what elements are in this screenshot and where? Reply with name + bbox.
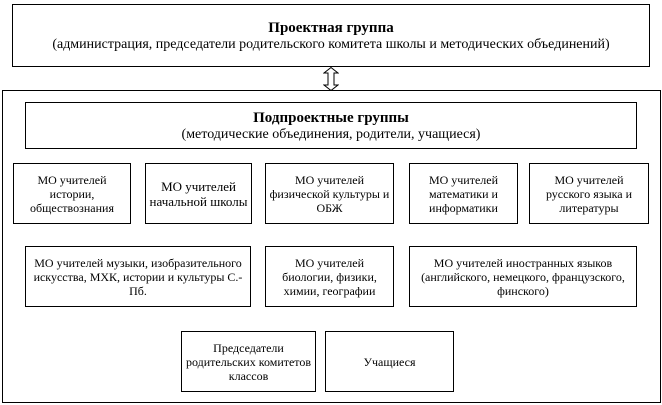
project-group-subtitle: (администрация, председатели родительско… xyxy=(52,36,610,52)
mo-biology-box: МО учителей биологии, физики, химии, гео… xyxy=(265,246,394,307)
mo-russian-label: МО учителей русского языка и литературы xyxy=(545,172,633,215)
double-arrow-connector xyxy=(323,67,339,91)
mo-history-label: МО учителей истории, обществознания xyxy=(30,172,114,215)
subproject-groups-title: Подпроектные группы xyxy=(253,109,409,126)
students-label: Учащиеся xyxy=(363,354,416,369)
project-group-title: Проектная группа xyxy=(268,19,394,36)
mo-languages-box: МО учителей иностранных языков (английск… xyxy=(409,246,637,307)
mo-pe-box: МО учителей физической культуры и ОБЖ xyxy=(265,163,394,224)
subproject-frame xyxy=(2,90,661,403)
parents-committee-box: Председатели родительских комитетов клас… xyxy=(181,331,316,392)
mo-primary-box: МО учителей начальной школы xyxy=(145,163,252,224)
project-group-box: Проектная группа (администрация, председ… xyxy=(12,4,650,67)
mo-music-label: МО учителей музыки, изобразительного иск… xyxy=(33,255,243,298)
mo-math-box: МО учителей математики и информатики xyxy=(409,163,518,224)
parents-committee-label: Председатели родительских комитетов клас… xyxy=(185,340,312,383)
mo-languages-label: МО учителей иностранных языков (английск… xyxy=(421,255,625,298)
mo-primary-label: МО учителей начальной школы xyxy=(149,178,248,209)
mo-pe-label: МО учителей физической культуры и ОБЖ xyxy=(269,172,390,215)
mo-music-box: МО учителей музыки, изобразительного иск… xyxy=(25,246,251,307)
students-box: Учащиеся xyxy=(325,331,454,392)
subproject-groups-subtitle: (методические объединения, родители, уча… xyxy=(181,126,481,142)
mo-russian-box: МО учителей русского языка и литературы xyxy=(529,163,649,224)
mo-history-box: МО учителей истории, обществознания xyxy=(13,163,131,224)
subproject-groups-box: Подпроектные группы (методические объеди… xyxy=(25,102,637,149)
mo-biology-label: МО учителей биологии, физики, химии, гео… xyxy=(282,255,377,298)
mo-math-label: МО учителей математики и информатики xyxy=(428,172,499,215)
